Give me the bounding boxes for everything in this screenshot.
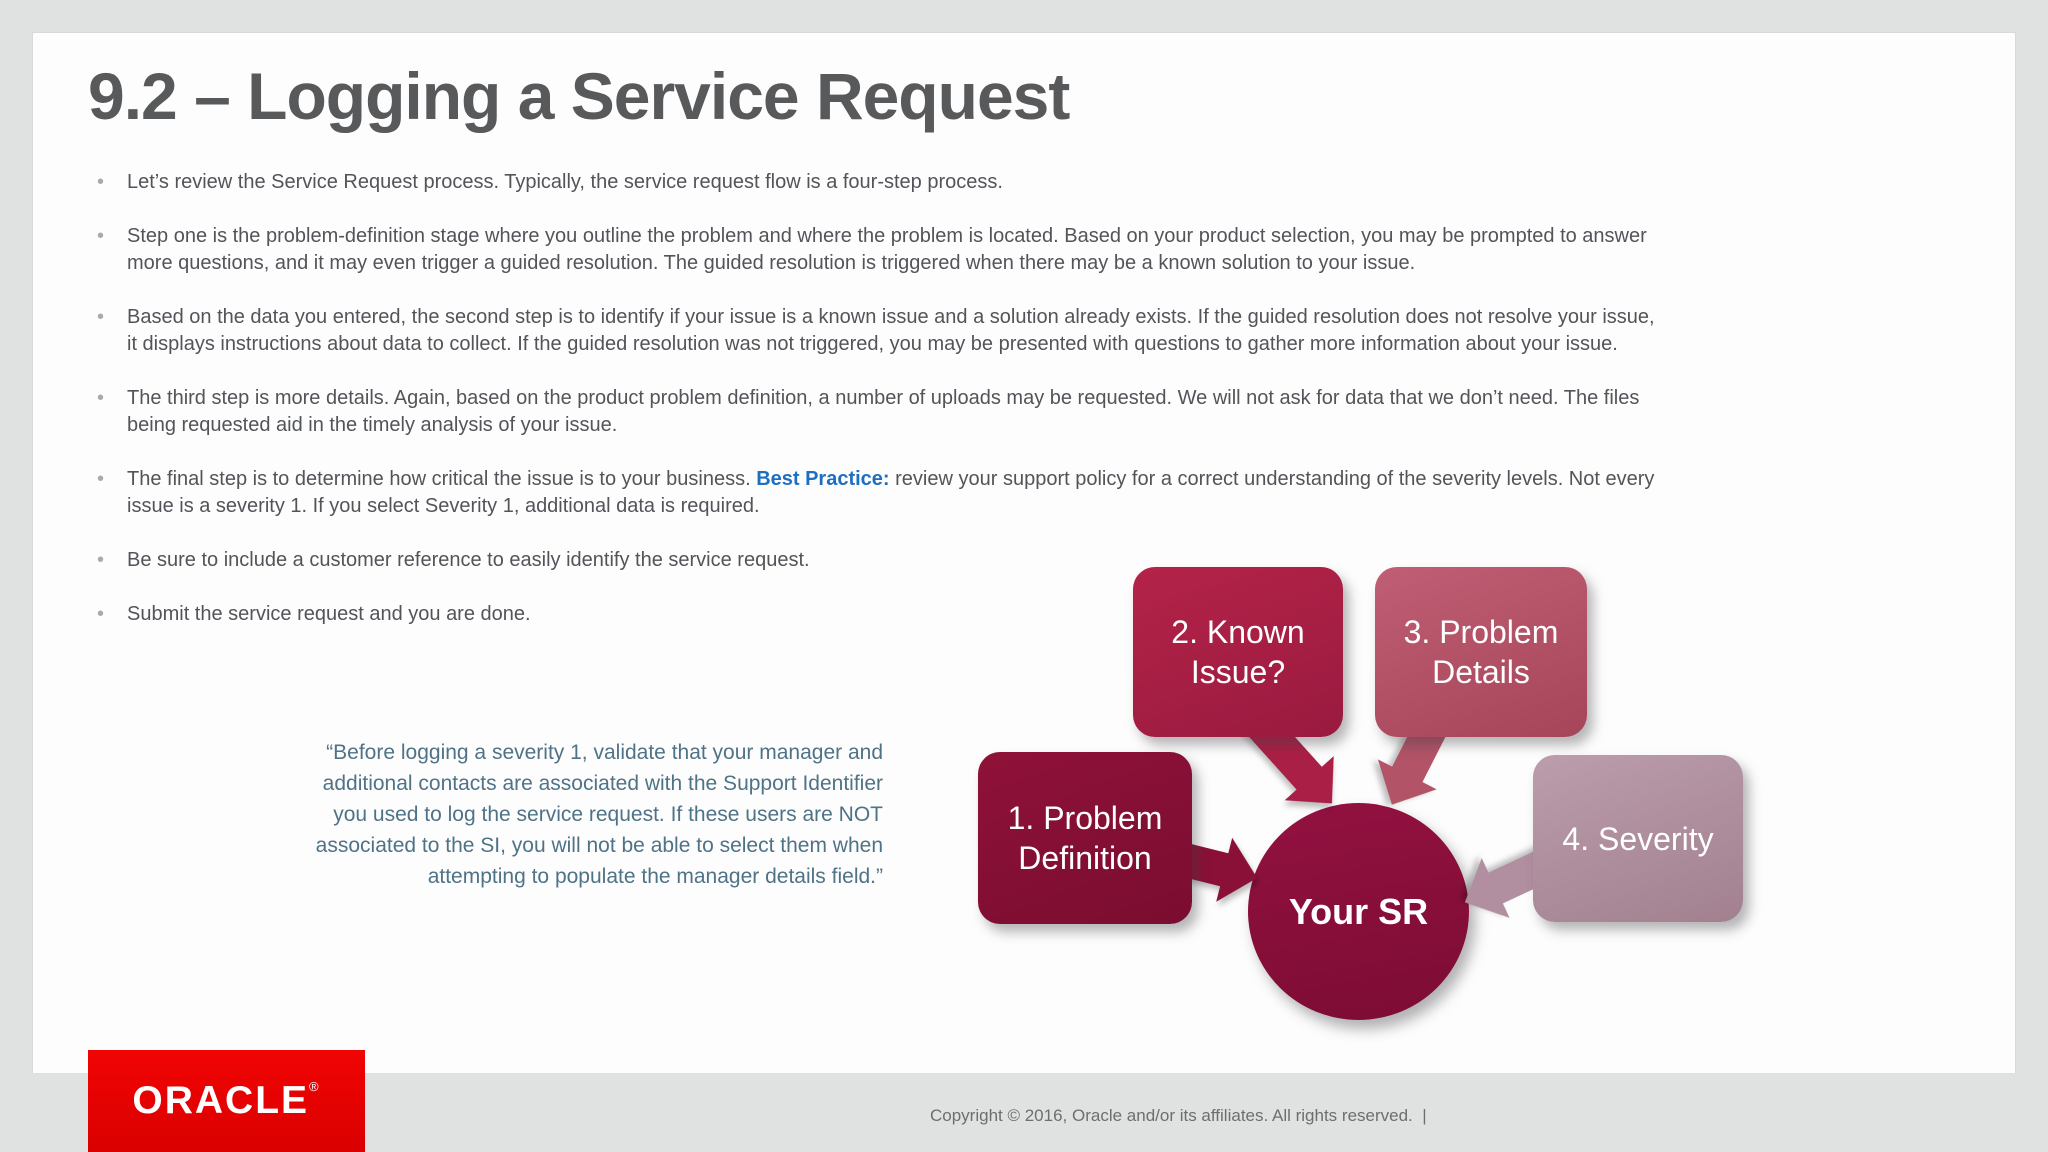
registered-mark-icon: ® — [309, 1079, 321, 1094]
oracle-logo: ORACLE® — [88, 1050, 365, 1152]
bullet-item: The final step is to determine how criti… — [93, 466, 1948, 520]
bullet-text: review your support policy for a correct… — [127, 468, 1655, 517]
diagram-box-known-issue: 2. Known Issue? — [1133, 567, 1343, 737]
oracle-logo-text: ORACLE — [132, 1079, 310, 1122]
bullet-item: Based on the data you entered, the secon… — [93, 304, 1948, 358]
bullet-text: The final step is to determine how criti… — [127, 468, 757, 490]
diagram-center-label: Your SR — [1288, 890, 1429, 932]
diagram-box-label: 3. Problem Details — [1403, 614, 1559, 690]
copyright-text: Copyright © 2016, Oracle and/or its affi… — [930, 1106, 1427, 1125]
diagram-box-label: 1. Problem Definition — [1007, 800, 1163, 876]
bullet-item: Step one is the problem-definition stage… — [93, 223, 1948, 277]
slide-canvas: 9.2 – Logging a Service Request Let’s re… — [33, 33, 2015, 1073]
diagram-box-label: 4. Severity — [1562, 820, 1714, 857]
diagram-box-label: 2. Known Issue? — [1171, 614, 1305, 690]
diagram-box-problem-details: 3. Problem Details — [1375, 567, 1587, 737]
diagram-center-ellipse: Your SR — [1248, 803, 1469, 1020]
pull-quote: “Before logging a severity 1, validate t… — [315, 741, 883, 888]
diagram-box-problem-definition: 1. Problem Definition — [978, 752, 1192, 924]
page-title: 9.2 – Logging a Service Request — [88, 59, 1070, 133]
oracle-wordmark: ORACLE® — [132, 1079, 320, 1123]
bullet-item: Submit the service request and you are d… — [93, 601, 1948, 628]
diagram-box-severity: 4. Severity — [1533, 755, 1743, 922]
best-practice-label: Best Practice: — [756, 468, 890, 490]
bullet-item: Let’s review the Service Request process… — [93, 169, 1948, 196]
process-diagram: Your SR 1. Problem Definition 2. Known I… — [950, 540, 1790, 1052]
bullet-list: Let’s review the Service Request process… — [93, 169, 1948, 655]
bullet-item: Be sure to include a customer reference … — [93, 547, 1948, 574]
bullet-item: The third step is more details. Again, b… — [93, 385, 1948, 439]
